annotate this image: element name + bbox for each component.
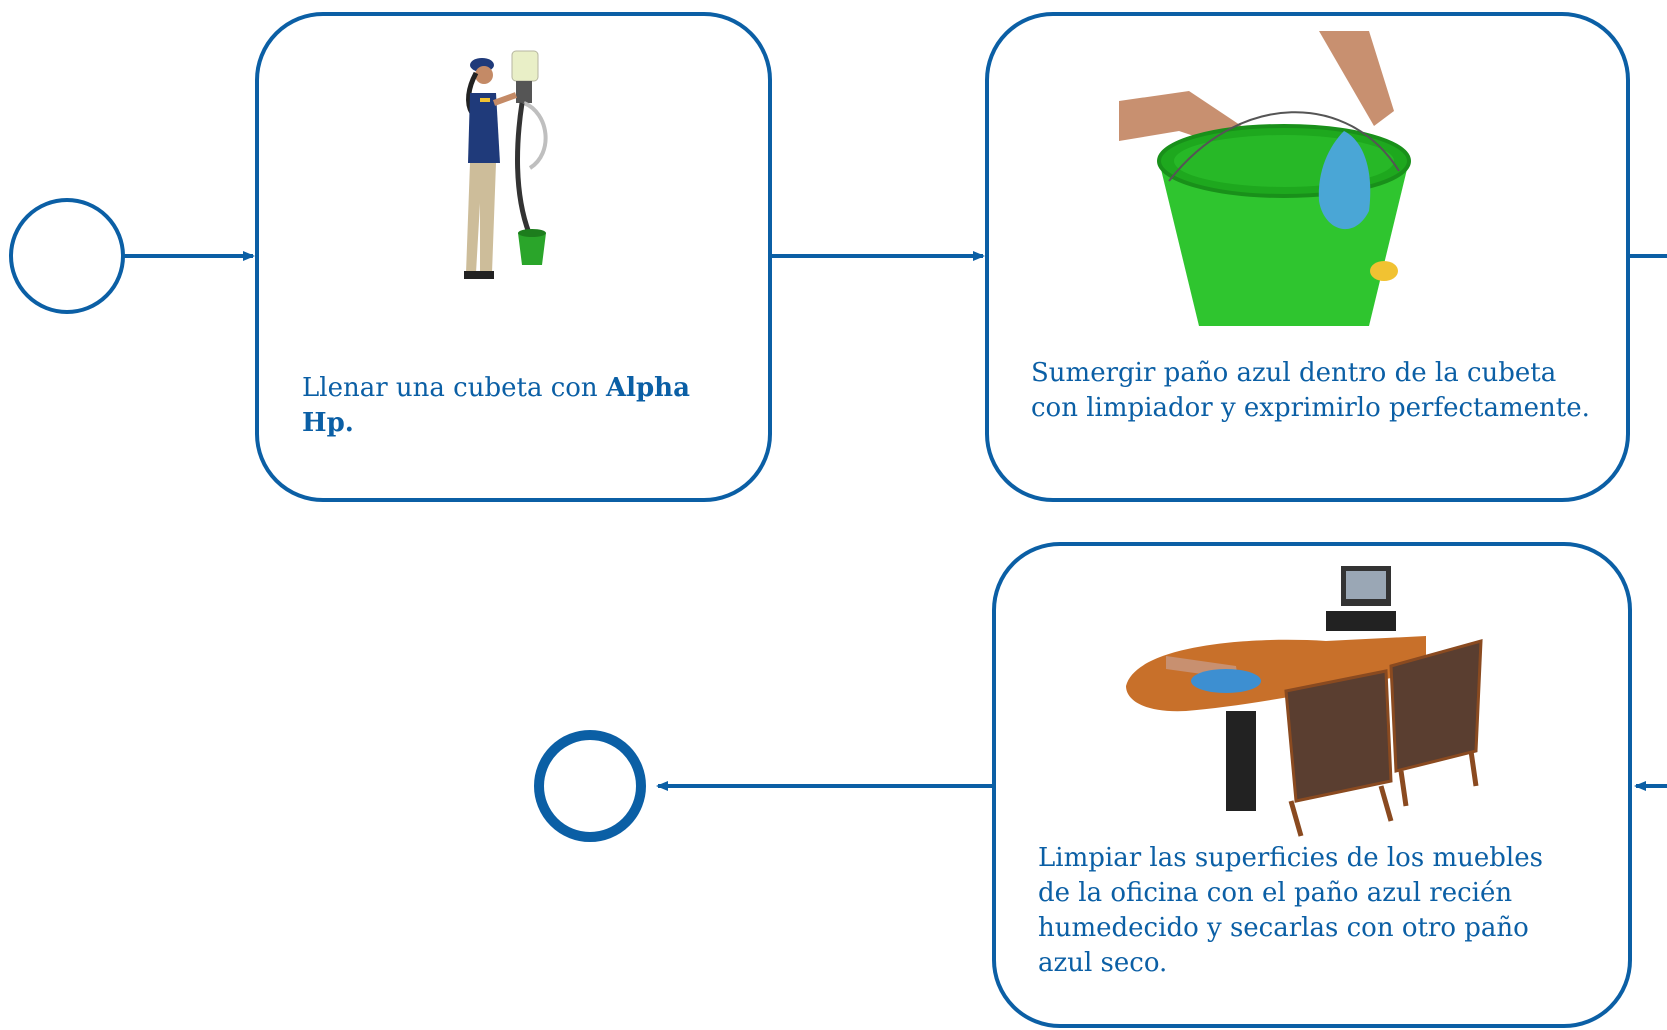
product-name: Alpha Hp. bbox=[302, 373, 690, 438]
step-box-fill-bucket: Llenar una cubeta con Alpha Hp. bbox=[255, 12, 772, 502]
step-text-submerge-cloth: Sumergir paño azul dentro de la cubeta c… bbox=[1031, 358, 1590, 423]
step-box-wipe-furniture: Limpiar las superficies de los muebles d… bbox=[992, 542, 1632, 1028]
hands-wringing-cloth-illustration bbox=[1119, 31, 1411, 326]
start-event bbox=[9, 198, 125, 314]
end-event bbox=[534, 730, 646, 842]
person-filling-bucket-illustration bbox=[464, 50, 548, 279]
wiping-desk-illustration bbox=[1126, 566, 1483, 837]
step-text-fill-bucket: Llenar una cubeta con Alpha Hp. bbox=[302, 371, 722, 441]
step-text-wipe-furniture: Limpiar las superficies de los muebles d… bbox=[1038, 843, 1543, 978]
step-box-submerge-cloth: Sumergir paño azul dentro de la cubeta c… bbox=[985, 12, 1630, 502]
step-text-plain: Llenar una cubeta con bbox=[302, 373, 606, 403]
